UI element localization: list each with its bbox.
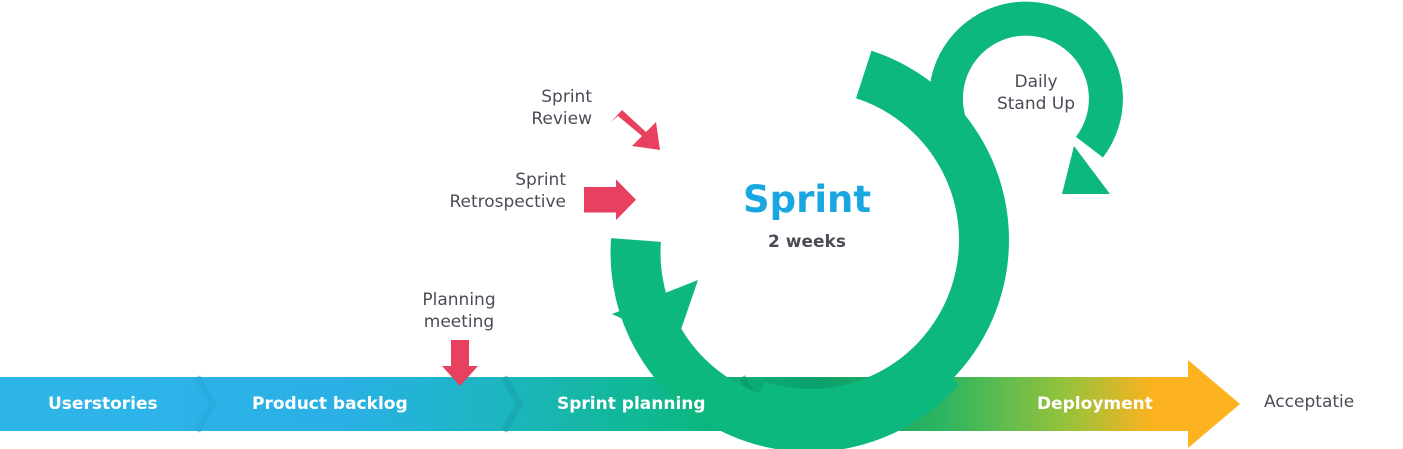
sprint-retrospective-line2: Retrospective (449, 192, 566, 212)
daily-loop-arrowhead (1062, 146, 1110, 194)
sprint-ring-arrowhead (612, 280, 698, 344)
sprint-retrospective-label: Sprint Retrospective (416, 169, 566, 213)
segment-label-userstories: Userstories (48, 394, 158, 414)
sprint-duration: 2 weeks (768, 232, 846, 252)
daily-standup-label: Daily Stand Up (984, 71, 1088, 115)
planning-meeting-line2: meeting (423, 312, 495, 332)
segment-label-deployment: Deployment (1037, 394, 1153, 414)
segment-label-sprint-planning: Sprint planning (557, 394, 706, 414)
sprint-review-label: Sprint Review (492, 86, 592, 130)
review-arrow-icon (611, 110, 660, 150)
daily-loop-arc (928, 1, 1123, 158)
retrospective-arrow-icon (584, 179, 636, 221)
daily-loop (928, 1, 1123, 194)
arc-label-ontwikkelen: ontwikkelen (753, 66, 863, 85)
daily-standup-line2: Stand Up (996, 94, 1076, 114)
planning-meeting-line1: Planning (422, 290, 496, 310)
planning-meeting-arrow-icon (442, 340, 478, 386)
planning-meeting-label: Planning meeting (404, 289, 514, 333)
end-label-acceptatie: Acceptatie (1264, 392, 1355, 412)
segment-divider-2 (500, 375, 525, 433)
sprint-review-line2: Review (531, 109, 592, 129)
sprint-title: Sprint (742, 178, 872, 221)
daily-standup-line1: Daily (1014, 72, 1058, 92)
segment-label-product-backlog: Product backlog (252, 394, 408, 414)
segment-divider-1 (193, 375, 218, 433)
sprint-retrospective-line1: Sprint (515, 170, 566, 190)
sprint-review-line1: Sprint (541, 87, 592, 107)
